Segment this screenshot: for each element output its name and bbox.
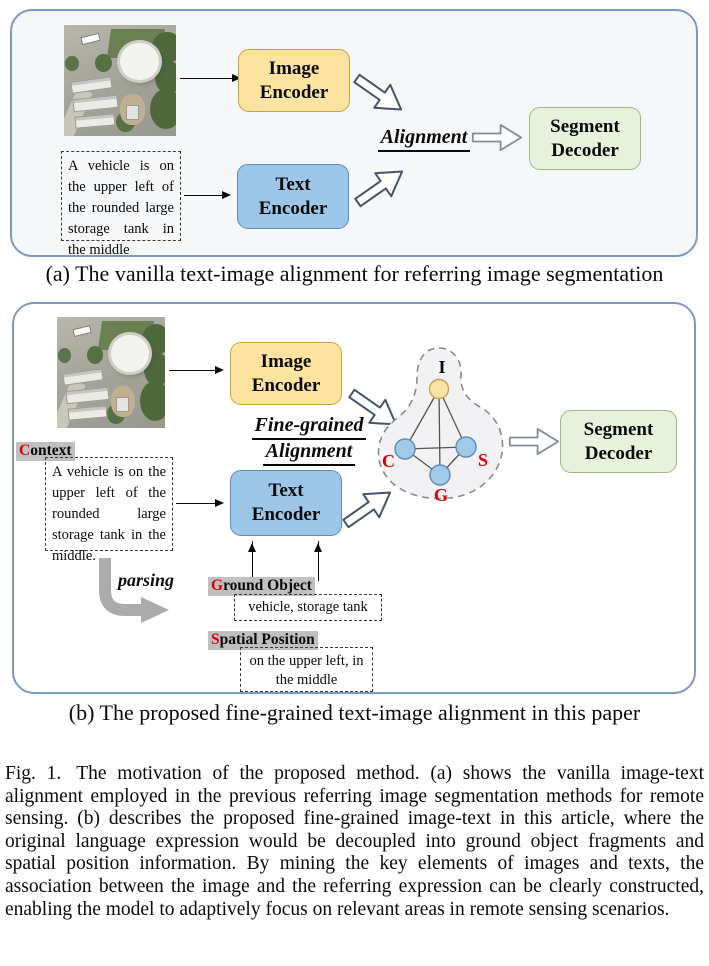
segment-decoder-box: Segment Decoder bbox=[560, 410, 677, 473]
node-label-c: C bbox=[382, 451, 395, 471]
tree-icon bbox=[144, 352, 165, 386]
context-label: Context bbox=[16, 442, 75, 461]
arrow-image-to-encoder bbox=[180, 73, 241, 82]
edge-i-c bbox=[404, 388, 440, 450]
tree-icon bbox=[154, 60, 176, 94]
vehicle bbox=[80, 32, 101, 45]
tree-icon bbox=[152, 31, 176, 63]
building bbox=[65, 386, 110, 405]
tree-icon bbox=[65, 56, 79, 71]
block-arrow-right-icon bbox=[471, 122, 523, 153]
alignment-line1: Fine-grained bbox=[251, 414, 367, 440]
fine-grained-alignment-label: Fine-grained Alignment bbox=[246, 414, 372, 466]
arrow-context-to-encoder bbox=[176, 498, 224, 507]
parsing-arrow-icon bbox=[99, 558, 169, 623]
vehicle bbox=[72, 324, 93, 337]
panel-b: Image Encoder Fine-grained Alignment Tex… bbox=[12, 302, 696, 694]
node-ground bbox=[429, 464, 451, 486]
node-label-g: G bbox=[434, 485, 448, 505]
parsing-label: parsing bbox=[118, 570, 175, 590]
image-encoder-box: Image Encoder bbox=[238, 49, 350, 112]
aerial-photo bbox=[57, 317, 165, 428]
panel-a: A vehicle is on the upper left of the ro… bbox=[10, 9, 698, 258]
ground-object-label: Ground Object bbox=[208, 577, 315, 596]
tree-icon bbox=[87, 345, 104, 364]
caption-b: (b) The proposed fine-grained text-image… bbox=[68, 700, 641, 725]
node-image bbox=[428, 378, 450, 400]
storage-tank bbox=[111, 334, 149, 373]
spatial-position-initial: S bbox=[211, 631, 220, 648]
building bbox=[67, 405, 108, 421]
tree-icon bbox=[95, 53, 113, 72]
node-label-s: S bbox=[478, 450, 488, 470]
node-label-i: I bbox=[438, 357, 445, 377]
arrow-text-to-encoder bbox=[184, 190, 231, 199]
tree-icon bbox=[150, 89, 176, 130]
alignment-graph: I C S G bbox=[377, 347, 504, 505]
alignment-label: Alignment bbox=[368, 126, 480, 152]
segment-decoder-box: Segment Decoder bbox=[529, 107, 641, 170]
ground-object-initial: G bbox=[211, 577, 224, 594]
caption-a: (a) The vanilla text-image alignment for… bbox=[45, 261, 664, 286]
spatial-position-box: on the upper left, in the middle bbox=[240, 647, 373, 692]
text-encoder-box: Text Encoder bbox=[230, 470, 342, 536]
ground-object-rest: round Object bbox=[223, 577, 312, 594]
aerial-photo bbox=[64, 25, 176, 136]
alignment-text: Alignment bbox=[377, 126, 471, 152]
graph-blob bbox=[377, 347, 504, 500]
spatial-position-rest: patial Position bbox=[219, 631, 315, 648]
building bbox=[70, 76, 113, 95]
context-initial: C bbox=[19, 442, 31, 459]
ground-object-box: vehicle, storage tank bbox=[234, 594, 382, 621]
node-spatial bbox=[455, 436, 477, 458]
node-context bbox=[394, 438, 416, 460]
text-encoder-box: Text Encoder bbox=[237, 164, 349, 229]
building bbox=[116, 396, 130, 413]
edge-i-g bbox=[438, 388, 441, 476]
building bbox=[74, 113, 116, 129]
context-text-box: A vehicle is on the upper left of the ro… bbox=[45, 457, 173, 564]
arrow-spatial-to-encoder bbox=[313, 541, 322, 581]
storage-tank bbox=[120, 42, 160, 81]
context-rest: ontext bbox=[30, 442, 72, 459]
tree-icon bbox=[58, 348, 72, 363]
arrow-ground-to-encoder bbox=[247, 541, 256, 581]
block-arrow-down-right-icon bbox=[345, 63, 412, 124]
image-encoder-box: Image Encoder bbox=[230, 342, 342, 405]
arrow-image-to-encoder bbox=[169, 365, 224, 374]
figure-caption-body: The motivation of the proposed method. (… bbox=[5, 763, 704, 920]
building bbox=[125, 104, 140, 121]
figure-caption-prefix: Fig. 1. bbox=[5, 763, 62, 784]
figure-caption: Fig. 1.The motivation of the proposed me… bbox=[5, 763, 704, 921]
block-arrow-right-icon bbox=[508, 426, 560, 457]
spatial-position-label: Spatial Position bbox=[208, 631, 318, 650]
block-arrow-up-right-icon bbox=[346, 156, 413, 217]
alignment-line2: Alignment bbox=[262, 440, 356, 466]
tree-icon bbox=[140, 381, 165, 422]
query-text-box: A vehicle is on the upper left of the ro… bbox=[61, 151, 181, 258]
